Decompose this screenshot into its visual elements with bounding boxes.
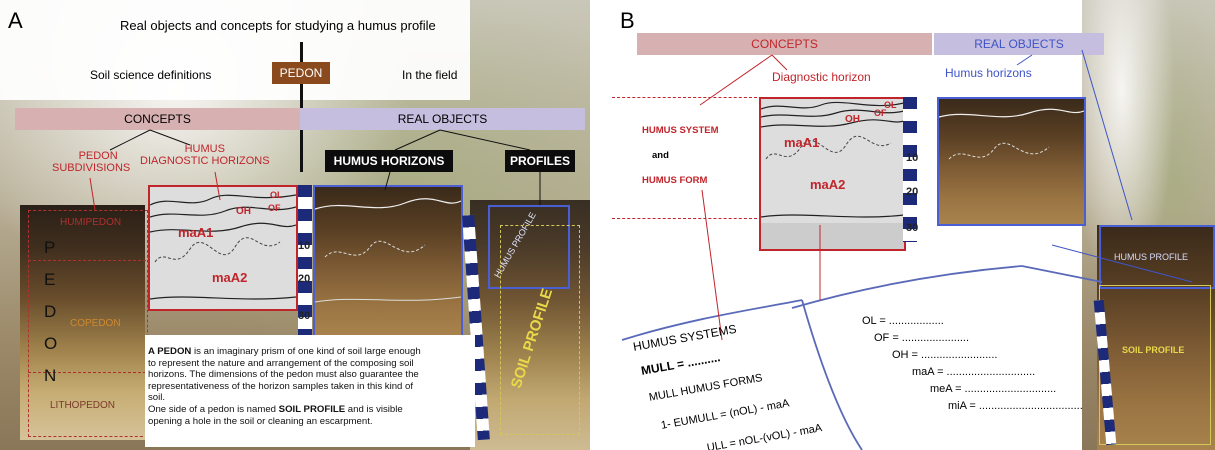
dashed-line-bottom	[612, 218, 757, 219]
humipedon-label: HUMIPEDON	[60, 217, 122, 228]
panel-letter: A	[8, 8, 23, 33]
diagnostic-horizons-drawing-b	[759, 97, 906, 251]
description-area	[145, 335, 475, 447]
divider-line	[300, 42, 303, 172]
horizon-oh-label: OH	[845, 114, 860, 125]
horizon-oh-label: OH	[236, 206, 251, 217]
pedon-prism-line-2	[28, 372, 146, 373]
desc-line-5: soil.	[148, 392, 166, 404]
desc-line-6c: and is visible	[345, 403, 403, 415]
soil-profile-frame	[500, 225, 580, 435]
pedon-description: A PEDON is an imaginary prism of one kin…	[148, 346, 473, 427]
pedon-subdivisions-label: PEDON SUBDIVISIONS	[52, 150, 131, 174]
humus-form-label: HUMUS FORM	[642, 175, 708, 186]
soil-photo-right	[470, 200, 590, 450]
real-objects-bar: REAL OBJECTS	[300, 108, 585, 130]
panel-b: B CONCEPTS REAL OBJECTS Diagnostic horiz…	[612, 0, 1215, 450]
horizon-lines	[149, 194, 297, 300]
diagnostic-horizon-label: Diagnostic horizon	[772, 70, 871, 84]
field-oh: OH = .........................	[892, 349, 998, 361]
real-objects-bar: REAL OBJECTS	[934, 33, 1104, 55]
desc-line-1: is an imaginary prism of one kind of soi…	[191, 346, 421, 357]
panel-b-lines	[621, 49, 1193, 450]
horizon-ol-label: OL	[270, 190, 283, 200]
desc-line-2: to represent the nature and arrangement …	[148, 357, 414, 369]
humus-system-label: HUMUS SYSTEM	[642, 125, 719, 136]
measuring-ruler	[298, 185, 312, 335]
ruler-mark-30: 30	[298, 310, 311, 322]
profiles-box: PROFILES	[505, 150, 575, 172]
field-mia: miA = ..................................	[948, 400, 1083, 412]
pedon-prism	[28, 210, 148, 437]
desc-line-6a: One side of a pedon is named	[148, 403, 279, 415]
concepts-bar: CONCEPTS	[15, 108, 300, 130]
pedon-letter-n: N	[44, 366, 57, 385]
humus-profile-frame	[488, 205, 570, 289]
humus-profile-frame-b	[1099, 225, 1215, 289]
field-of: OF = ......................	[874, 332, 970, 344]
desc-line-3: horizons. The dimensions of the pedon mu…	[148, 369, 419, 381]
horizon-of-label: OF	[268, 203, 281, 213]
concepts-bar: CONCEPTS	[637, 33, 932, 55]
pedon-letter-p: P	[44, 238, 56, 257]
ruler-mark-10: 10	[906, 152, 919, 164]
horizon-of-label: OF	[874, 108, 887, 118]
horizon-maa2-label: maA2	[810, 177, 846, 192]
desc-lead: A PEDON	[148, 346, 192, 357]
definitions-label: Soil science definitions	[90, 68, 212, 82]
panel-a: A Real objects and concepts for studying…	[0, 0, 590, 450]
field-ol: OL = ..................	[862, 315, 944, 327]
panel-letter: B	[620, 8, 635, 33]
humus-horizons-photo-b	[937, 97, 1086, 226]
in-field-label: In the field	[402, 68, 458, 82]
horizon-maa2-label: maA2	[212, 270, 248, 285]
ruler-mark-30: 30	[906, 222, 919, 234]
humus-horizons-box: HUMUS HORIZONS	[325, 150, 453, 172]
panel-a-arrows	[89, 129, 541, 211]
header-white-area	[0, 0, 470, 100]
pedon-letter-o: O	[44, 334, 58, 353]
pedon-box: PEDON	[272, 62, 330, 84]
desc-line-7: opening a hole in the soil or cleaning a…	[148, 415, 373, 427]
pedon-vertical-letters: P E D O N	[44, 232, 57, 392]
ruler-mark-20: 20	[298, 273, 311, 285]
field-maa: maA = .............................	[912, 366, 1036, 378]
humus-horizons-photo	[313, 185, 463, 337]
diagnostic-horizons-drawing	[148, 185, 298, 311]
panel-title: Real objects and concepts for studying a…	[120, 18, 436, 33]
ruler-mark-20: 20	[906, 186, 919, 198]
soil-profile-label: SOIL PROFILE	[1122, 345, 1185, 355]
lithopedon-label: LITHOPEDON	[50, 400, 116, 411]
humus-diagnostic-label: HUMUS DIAGNOSTIC HORIZONS	[140, 143, 270, 167]
soil-photo-left	[20, 205, 145, 440]
field-mea: meA = ..............................	[930, 383, 1057, 395]
pedon-letter-d: D	[44, 302, 57, 321]
dashed-line-top	[612, 97, 757, 98]
horizon-lines-b	[760, 101, 905, 249]
humus-profile-label: HUMUS PROFILE	[1114, 252, 1189, 262]
ruler-mark-10: 10	[298, 240, 311, 252]
photo-horizon-lines	[314, 198, 462, 303]
desc-line-4: representativeness of the horizon sample…	[148, 380, 414, 392]
horizon-ol-label: OL	[884, 100, 897, 110]
horizon-maa1-label: maA1	[784, 135, 820, 150]
copedon-label: COPEDON	[70, 318, 121, 329]
desc-line-6b: SOIL PROFILE	[278, 403, 346, 415]
pedon-letter-e: E	[44, 270, 56, 289]
horizon-maa1-label: maA1	[178, 225, 214, 240]
measuring-ruler-b	[903, 97, 917, 242]
pedon-prism-line-1	[28, 260, 146, 261]
photo-horizon-lines-b	[938, 108, 1085, 160]
and-label: and	[652, 150, 669, 161]
humus-horizons-label: Humus horizons	[945, 66, 1032, 80]
